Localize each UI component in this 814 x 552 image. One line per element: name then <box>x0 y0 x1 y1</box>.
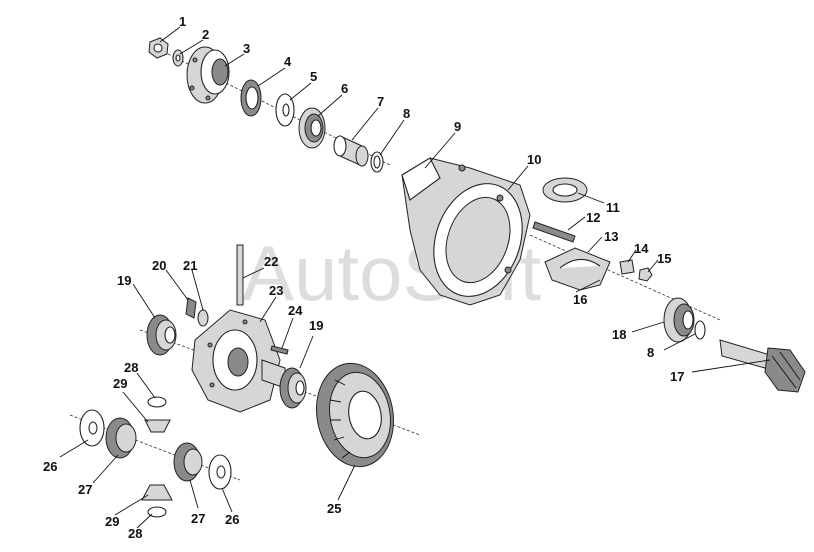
part-shim-ring <box>370 151 384 173</box>
part-bearing-cap <box>544 247 611 291</box>
callout-25: 25 <box>327 501 341 516</box>
callout-22: 22 <box>264 254 278 269</box>
callout-12: 12 <box>586 210 600 225</box>
callout-26-bottom: 26 <box>225 512 239 527</box>
callout-6: 6 <box>341 81 348 96</box>
callout-28-bottom: 28 <box>128 526 142 541</box>
callout-8: 8 <box>403 106 410 121</box>
callout-8-lower: 8 <box>647 345 654 360</box>
callout-19: 19 <box>117 273 131 288</box>
part-spacer <box>333 135 369 167</box>
part-thrust-washer-right <box>208 454 232 490</box>
callout-10: 10 <box>527 152 541 167</box>
part-lock-pin <box>270 345 289 355</box>
part-ring-gear <box>316 362 394 468</box>
part-flange <box>186 46 230 104</box>
part-differential-case <box>191 309 286 413</box>
part-adjuster-bolt <box>532 221 576 243</box>
callout-23: 23 <box>269 283 283 298</box>
callout-2: 2 <box>202 27 209 42</box>
part-shim <box>275 93 295 127</box>
part-bearing-cup <box>542 177 588 203</box>
part-pinion-washer-bottom <box>147 506 167 518</box>
part-thrust-washer-left <box>79 409 105 447</box>
part-drive-pinion <box>719 339 806 393</box>
callout-13: 13 <box>604 229 618 244</box>
part-lock-plate <box>619 259 635 275</box>
callout-24: 24 <box>288 303 303 318</box>
callout-20: 20 <box>152 258 166 273</box>
callout-18: 18 <box>612 327 626 342</box>
callout-9: 9 <box>454 119 461 134</box>
part-pinion-gear-top <box>144 419 171 433</box>
callout-15: 15 <box>657 251 671 266</box>
part-side-gear-left <box>105 417 137 459</box>
part-bearing-outer <box>298 107 326 149</box>
part-pinion-washer-top <box>147 396 167 408</box>
part-side-gear-right <box>173 442 203 482</box>
callout-29-bottom: 29 <box>105 514 119 529</box>
part-washer <box>172 49 184 67</box>
part-side-bearing-left <box>146 314 177 356</box>
callout-21: 21 <box>183 258 197 273</box>
part-cross-shaft <box>236 244 244 306</box>
callout-4: 4 <box>284 54 292 69</box>
part-oil-seal <box>240 79 262 117</box>
callout-17: 17 <box>670 369 684 384</box>
callout-7: 7 <box>377 94 384 109</box>
callout-11: 11 <box>606 200 620 215</box>
part-pinion-bearing <box>663 297 695 343</box>
part-case-bolt <box>185 297 197 319</box>
part-pinion-shim <box>694 320 706 340</box>
leader-lines <box>59 26 771 529</box>
callout-26: 26 <box>43 459 57 474</box>
part-pinion-gear-bottom <box>141 484 173 501</box>
part-side-bearing-right <box>279 367 307 409</box>
callout-1: 1 <box>179 14 186 29</box>
part-nut <box>148 37 169 59</box>
callout-28: 28 <box>124 360 138 375</box>
callout-3: 3 <box>243 41 250 56</box>
callout-29: 29 <box>113 376 127 391</box>
callout-16: 16 <box>573 292 587 307</box>
callout-27-bottom: 27 <box>191 511 205 526</box>
callout-27: 27 <box>78 482 92 497</box>
callout-14: 14 <box>634 241 649 256</box>
callout-5: 5 <box>310 69 317 84</box>
part-washer-small <box>197 309 209 327</box>
part-housing <box>401 157 531 306</box>
callout-19-right: 19 <box>309 318 323 333</box>
